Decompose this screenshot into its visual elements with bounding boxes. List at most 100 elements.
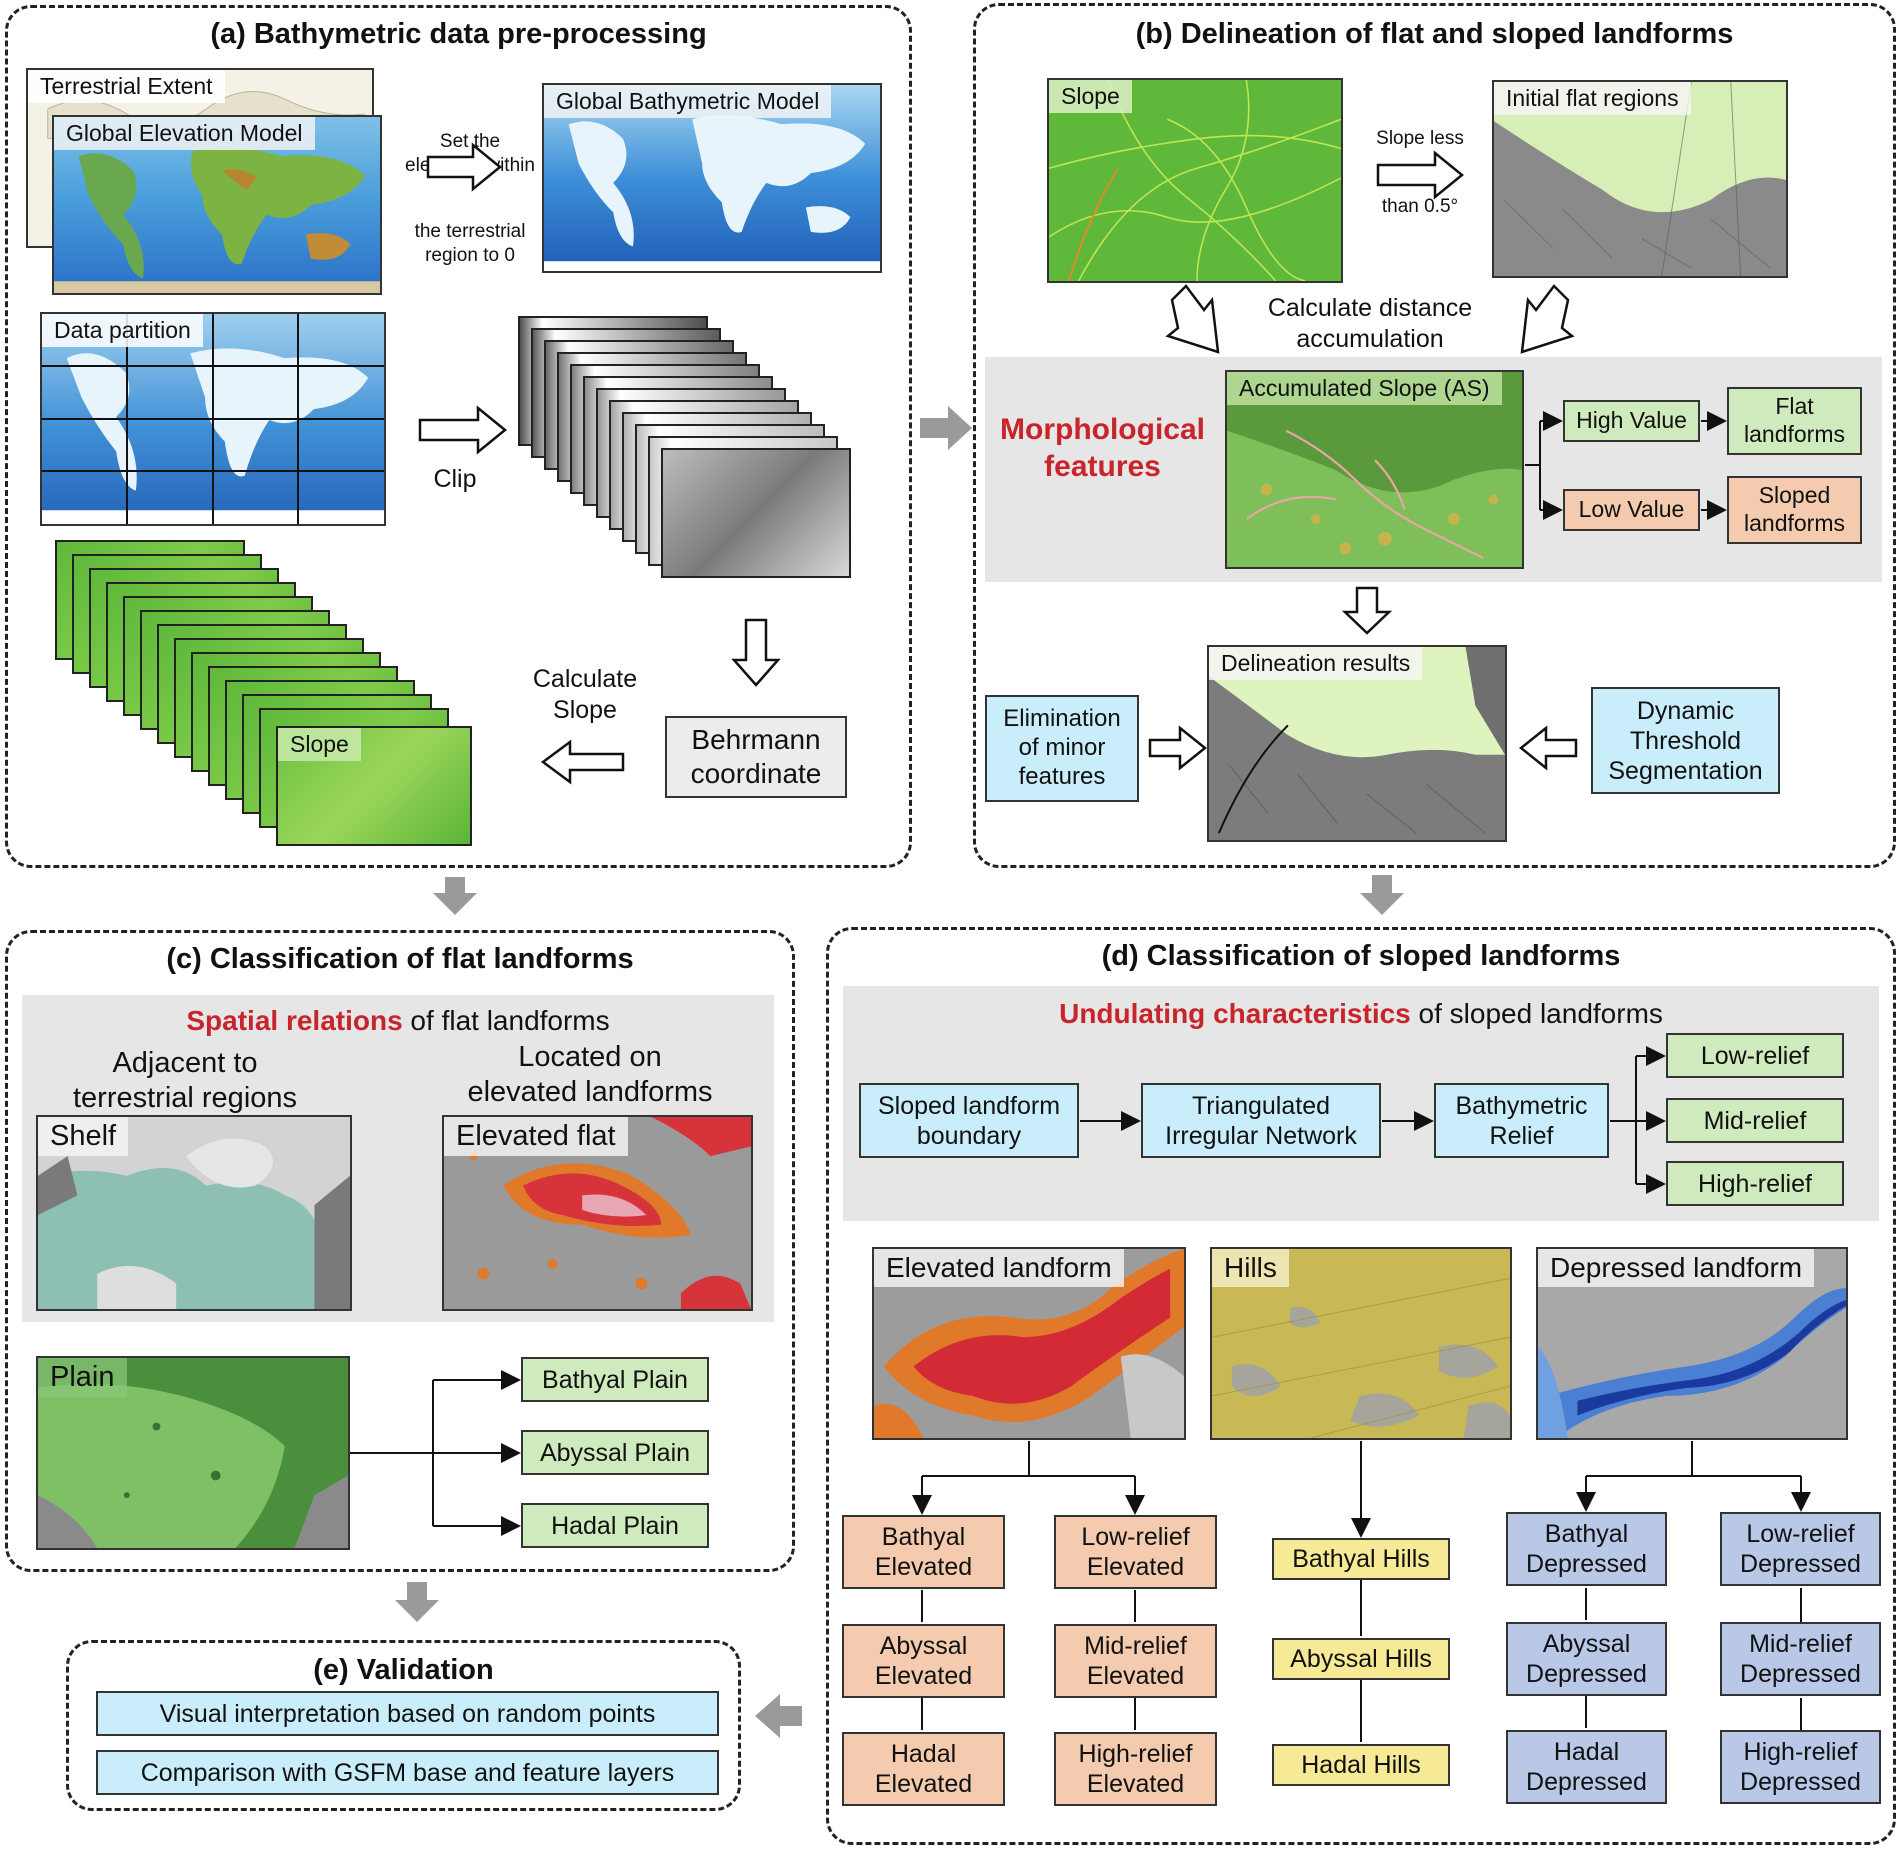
a-to-c-arrow-icon — [433, 877, 477, 915]
depressed-relief-box-line-1: Mid-relief — [1749, 1630, 1852, 1658]
tin-line-1: Triangulated — [1191, 1091, 1331, 1120]
slope-map: Slope — [1047, 78, 1343, 283]
data-partition-label: Data partition — [42, 314, 203, 347]
panel-c — [5, 930, 795, 1572]
accumulated-slope-label: Accumulated Slope (AS) — [1227, 372, 1502, 405]
tin-line-2: Irregular Network — [1165, 1121, 1357, 1150]
panel-b-title: (b) Delineation of flat and sloped landf… — [1135, 18, 1734, 50]
slope-less-text: Slope less — [1365, 127, 1475, 151]
undulating-red: Undulating characteristics — [1059, 998, 1411, 1029]
than-text: than 0.5° — [1365, 195, 1475, 219]
data-partition-map: Data partition — [40, 312, 386, 526]
depressed-relief-box-line-1: Low-relief — [1746, 1520, 1855, 1548]
slope-less-line-2: than 0.5° — [1381, 196, 1459, 217]
bathymetric-relief-box: Bathymetric Relief — [1434, 1083, 1609, 1158]
elimination-line-3: features — [1018, 762, 1106, 790]
depressed-class-box-line-2: Depressed — [1526, 1768, 1647, 1796]
flat-landforms-line-1: Flat — [1775, 393, 1814, 420]
sloped-landforms-line-1: Sloped — [1758, 482, 1831, 509]
elevated-relief-box-line-2: Elevated — [1086, 1553, 1185, 1581]
calculate-distance-line-1: Calculate distance — [1267, 294, 1473, 322]
depressed-relief-box-line-2: Depressed — [1740, 1768, 1861, 1796]
adjacent-terrestrial-text: Adjacent to terrestrial regions — [40, 1046, 330, 1116]
elimination-line-1: Elimination — [1003, 705, 1121, 733]
bathyal-plain-box: Bathyal Plain — [521, 1357, 709, 1402]
hills-class-box-line-1: Bathyal Hills — [1292, 1545, 1430, 1573]
global-elevation-model-label: Global Elevation Model — [54, 117, 315, 150]
relief-line-2: Relief — [1489, 1121, 1554, 1150]
panel-d-title: (d) Classification of sloped landforms — [1101, 940, 1621, 972]
c-to-e-arrow-icon — [395, 1582, 439, 1622]
visual-interpretation-box: Visual interpretation based on random po… — [96, 1691, 719, 1736]
elevated-class-box-line-2: Elevated — [874, 1662, 973, 1690]
behrmann-line-2: coordinate — [690, 758, 822, 789]
initial-flat-regions-map: Initial flat regions — [1492, 80, 1788, 278]
calculate-slope-line-2: Slope — [553, 696, 617, 725]
dynamic-threshold-segmentation-box: Dynamic Threshold Segmentation — [1591, 687, 1780, 794]
slope-less-line-1: Slope less — [1376, 128, 1464, 149]
calculate-distance-line-2: accumulation — [1296, 325, 1444, 354]
initial-flat-regions-label: Initial flat regions — [1494, 82, 1691, 115]
adjacent-line-2: terrestrial regions — [72, 1081, 298, 1114]
dynamic-line-1: Dynamic — [1636, 696, 1735, 725]
set-elevation-text: Set the elevation within — [400, 130, 540, 178]
elevated-landform-label: Elevated landform — [874, 1249, 1124, 1287]
depressed-relief-box-line-1: High-relief — [1743, 1738, 1858, 1766]
slope-tile-front: Slope — [276, 726, 472, 846]
panel-d — [826, 927, 1896, 1845]
hills-class-box-line-1: Abyssal Hills — [1290, 1645, 1432, 1673]
undulating-rest: of sloped landforms — [1410, 998, 1663, 1029]
depressed-relief-box-line-2: Depressed — [1740, 1660, 1861, 1688]
delineation-results-map: Delineation results — [1207, 645, 1507, 842]
sloped-landform-boundary-box: Sloped landform boundary — [859, 1083, 1079, 1158]
low-value-box: Low Value — [1563, 489, 1700, 531]
global-bathymetric-model-map: Global Bathymetric Model — [542, 83, 882, 273]
flat-landforms-box: Flat landforms — [1727, 387, 1862, 455]
accumulated-slope-map: Accumulated Slope (AS) — [1225, 370, 1524, 569]
plain-label: Plain — [38, 1358, 127, 1397]
d-to-e-arrow-icon — [755, 1694, 802, 1738]
elevated-relief-box-line-1: Low-relief — [1081, 1523, 1190, 1551]
depressed-landform-map: Depressed landform — [1536, 1247, 1848, 1440]
hills-class-box-line-1: Hadal Hills — [1301, 1751, 1421, 1779]
dynamic-line-3: Segmentation — [1608, 756, 1763, 785]
behrmann-coordinate-box: Behrmann coordinate — [665, 716, 847, 798]
morphological-line-1: Morphological — [1000, 413, 1205, 446]
elevated-class-box-line-1: Abyssal — [879, 1632, 968, 1660]
sloped-boundary-line-1: Sloped landform — [877, 1091, 1061, 1120]
elevated-relief-box-line-2: Elevated — [1086, 1662, 1185, 1690]
hills-class-box: Bathyal Hills — [1272, 1538, 1450, 1580]
terrestrial-region-line-1: the terrestrial — [414, 221, 526, 242]
calculate-slope-line-1: Calculate — [532, 665, 638, 693]
panel-e-title: (e) Validation — [313, 1654, 494, 1686]
mid-relief-box: Mid-relief — [1666, 1098, 1844, 1143]
elevated-relief-box-line-2: Elevated — [1086, 1770, 1185, 1798]
calculate-distance-text: Calculate distance accumulation — [1240, 293, 1500, 356]
set-elevation-line-2: elevation within — [405, 154, 535, 176]
spatial-relations-red: Spatial relations — [186, 1005, 403, 1036]
morphological-features-label: Morphological features — [990, 412, 1215, 485]
panel-e — [66, 1640, 741, 1811]
clip-label: Clip — [433, 465, 477, 493]
hadal-plain-box: Hadal Plain — [521, 1503, 709, 1548]
terrestrial-extent-label: Terrestrial Extent — [28, 70, 225, 103]
relief-line-1: Bathymetric — [1455, 1091, 1588, 1120]
abyssal-plain-box: Abyssal Plain — [521, 1430, 709, 1475]
triangulated-irregular-network-box: Triangulated Irregular Network — [1141, 1083, 1381, 1158]
adjacent-line-1: Adjacent to — [112, 1047, 258, 1079]
elevated-class-box-line-2: Elevated — [874, 1770, 973, 1798]
depressed-class-box-line-2: Depressed — [1526, 1550, 1647, 1578]
depressed-relief-box-line-2: Depressed — [1740, 1550, 1861, 1578]
delineation-results-label: Delineation results — [1209, 647, 1423, 680]
panel-a — [5, 5, 912, 868]
